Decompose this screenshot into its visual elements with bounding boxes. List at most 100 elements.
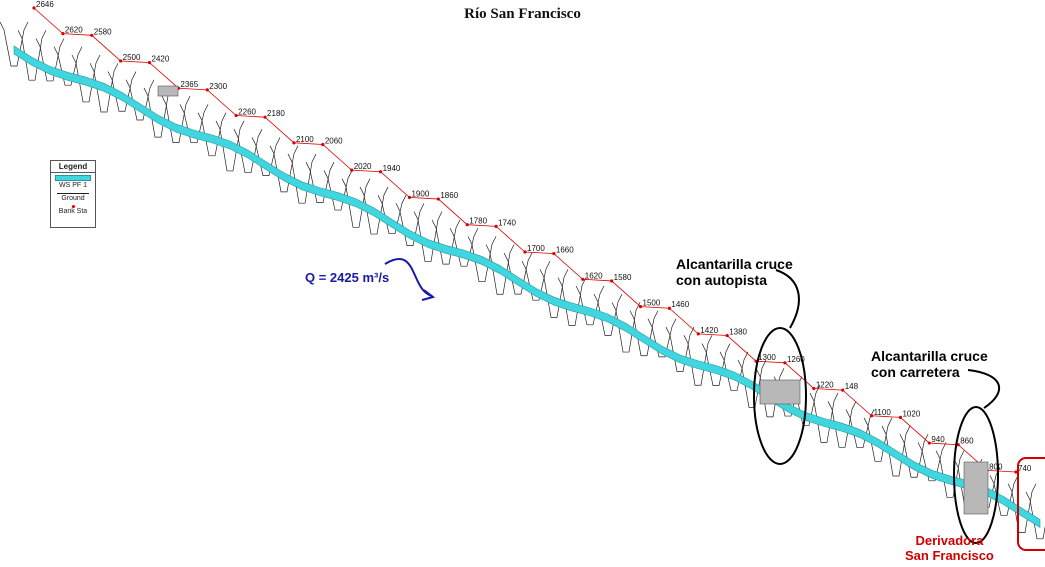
culvert-road-structure <box>963 461 989 515</box>
cross-section <box>1007 483 1037 533</box>
station-label: 1020 <box>902 409 920 418</box>
bank-station-point <box>407 195 412 200</box>
station-label: 2180 <box>267 109 285 118</box>
legend-heading: Legend <box>51 161 95 173</box>
culvert-road-line-2: con carretera <box>871 364 960 380</box>
cross-section <box>269 145 299 193</box>
station-label: 1780 <box>469 217 487 226</box>
cross-section <box>467 236 497 283</box>
cross-section <box>827 401 857 448</box>
station-label: 1620 <box>585 271 603 280</box>
station-label: 2060 <box>325 136 343 145</box>
cross-section <box>701 343 731 387</box>
cross-section <box>305 162 335 204</box>
bank-station-point <box>581 277 585 281</box>
cross-section <box>395 203 425 246</box>
cross-section <box>485 244 515 295</box>
station-label: 1220 <box>816 380 834 389</box>
culvert-highway-structure <box>759 379 801 405</box>
bank-station-point <box>783 361 787 365</box>
bank-station-point <box>465 223 469 227</box>
culvert-road-label: Alcantarilla cruce con carretera <box>871 348 988 380</box>
station-label: 1420 <box>700 326 718 335</box>
legend-item-water: WS PF 1 <box>58 182 87 189</box>
water-surface <box>13 45 1041 528</box>
bank-station-point <box>119 59 123 63</box>
cross-section <box>17 30 47 81</box>
cross-section <box>53 46 83 86</box>
legend: Legend WS PF 1 Ground Bank Sta <box>50 160 96 228</box>
station-label: 1260 <box>787 355 805 364</box>
cross-section <box>899 434 929 478</box>
bank-station-point <box>927 441 931 445</box>
cross-section <box>593 293 623 336</box>
station-label: 1580 <box>614 273 632 282</box>
station-label: 1900 <box>411 189 429 198</box>
cross-section <box>107 71 137 112</box>
cross-section <box>539 269 569 318</box>
station-label: 2100 <box>296 135 314 144</box>
station-label: 2300 <box>209 82 227 91</box>
legend-item-bank: Bank Sta <box>58 208 88 215</box>
station-label: 2646 <box>36 0 54 9</box>
bank-station-point <box>263 115 267 119</box>
bank-station-point <box>610 279 614 283</box>
cross-section <box>1025 491 1045 540</box>
cross-section <box>449 227 479 267</box>
cross-section <box>629 310 659 357</box>
cross-section <box>71 54 101 103</box>
station-label: 1860 <box>440 191 458 200</box>
bank-station-line <box>33 7 1017 473</box>
station-label: 148 <box>845 382 859 391</box>
station-label: 1660 <box>556 246 574 255</box>
station-label: 740 <box>1018 464 1032 473</box>
cross-section <box>935 450 965 498</box>
bank-station-point <box>898 415 903 420</box>
station-label: 1500 <box>643 299 661 308</box>
diversion-line-2: San Francisco <box>905 548 994 563</box>
station-label: 940 <box>931 435 945 444</box>
bank-station-point <box>725 333 729 338</box>
cross-section <box>755 368 785 418</box>
legend-item-ground: Ground <box>61 195 85 202</box>
cross-section <box>251 137 281 176</box>
cross-section <box>665 326 695 372</box>
cross-section <box>233 129 263 173</box>
cross-section <box>179 104 209 144</box>
bank-station-point <box>696 332 700 336</box>
culvert-structures <box>157 85 989 515</box>
diversion-box <box>1017 457 1045 551</box>
culvert-highway-line-2: con autopista <box>676 272 768 288</box>
bank-station-point <box>378 170 383 174</box>
culvert-road-circle <box>953 406 999 544</box>
cross-section <box>503 252 533 295</box>
bank-station-point <box>667 306 672 310</box>
cross-section <box>161 96 191 143</box>
station-label: 1380 <box>729 328 747 337</box>
cross-section <box>521 260 551 301</box>
station-label: 1300 <box>758 353 776 362</box>
legend-ground-swatch <box>57 193 89 194</box>
station-label: 2580 <box>94 27 112 36</box>
bank-station-point <box>523 250 527 254</box>
station-label: 1940 <box>383 164 401 173</box>
culvert-highway-line-1: Alcantarilla cruce <box>676 256 793 272</box>
cross-section <box>287 153 317 204</box>
cross-section <box>611 302 641 353</box>
station-label: 2260 <box>238 108 256 117</box>
station-label: 1740 <box>498 218 516 227</box>
bank-station-point <box>234 113 238 118</box>
cross-section <box>35 38 65 82</box>
cross-section <box>809 392 839 443</box>
bank-station-point <box>552 252 556 256</box>
bank-station-point <box>812 386 816 391</box>
bank-station-point <box>292 141 296 145</box>
bank-station-point <box>147 60 152 65</box>
cross-section <box>89 63 119 113</box>
cross-section <box>341 178 371 228</box>
culvert-highway-label: Alcantarilla cruce con autopista <box>676 256 793 288</box>
cross-section <box>719 351 749 391</box>
cross-section <box>575 285 605 326</box>
culvert-road-leader <box>967 369 1001 409</box>
